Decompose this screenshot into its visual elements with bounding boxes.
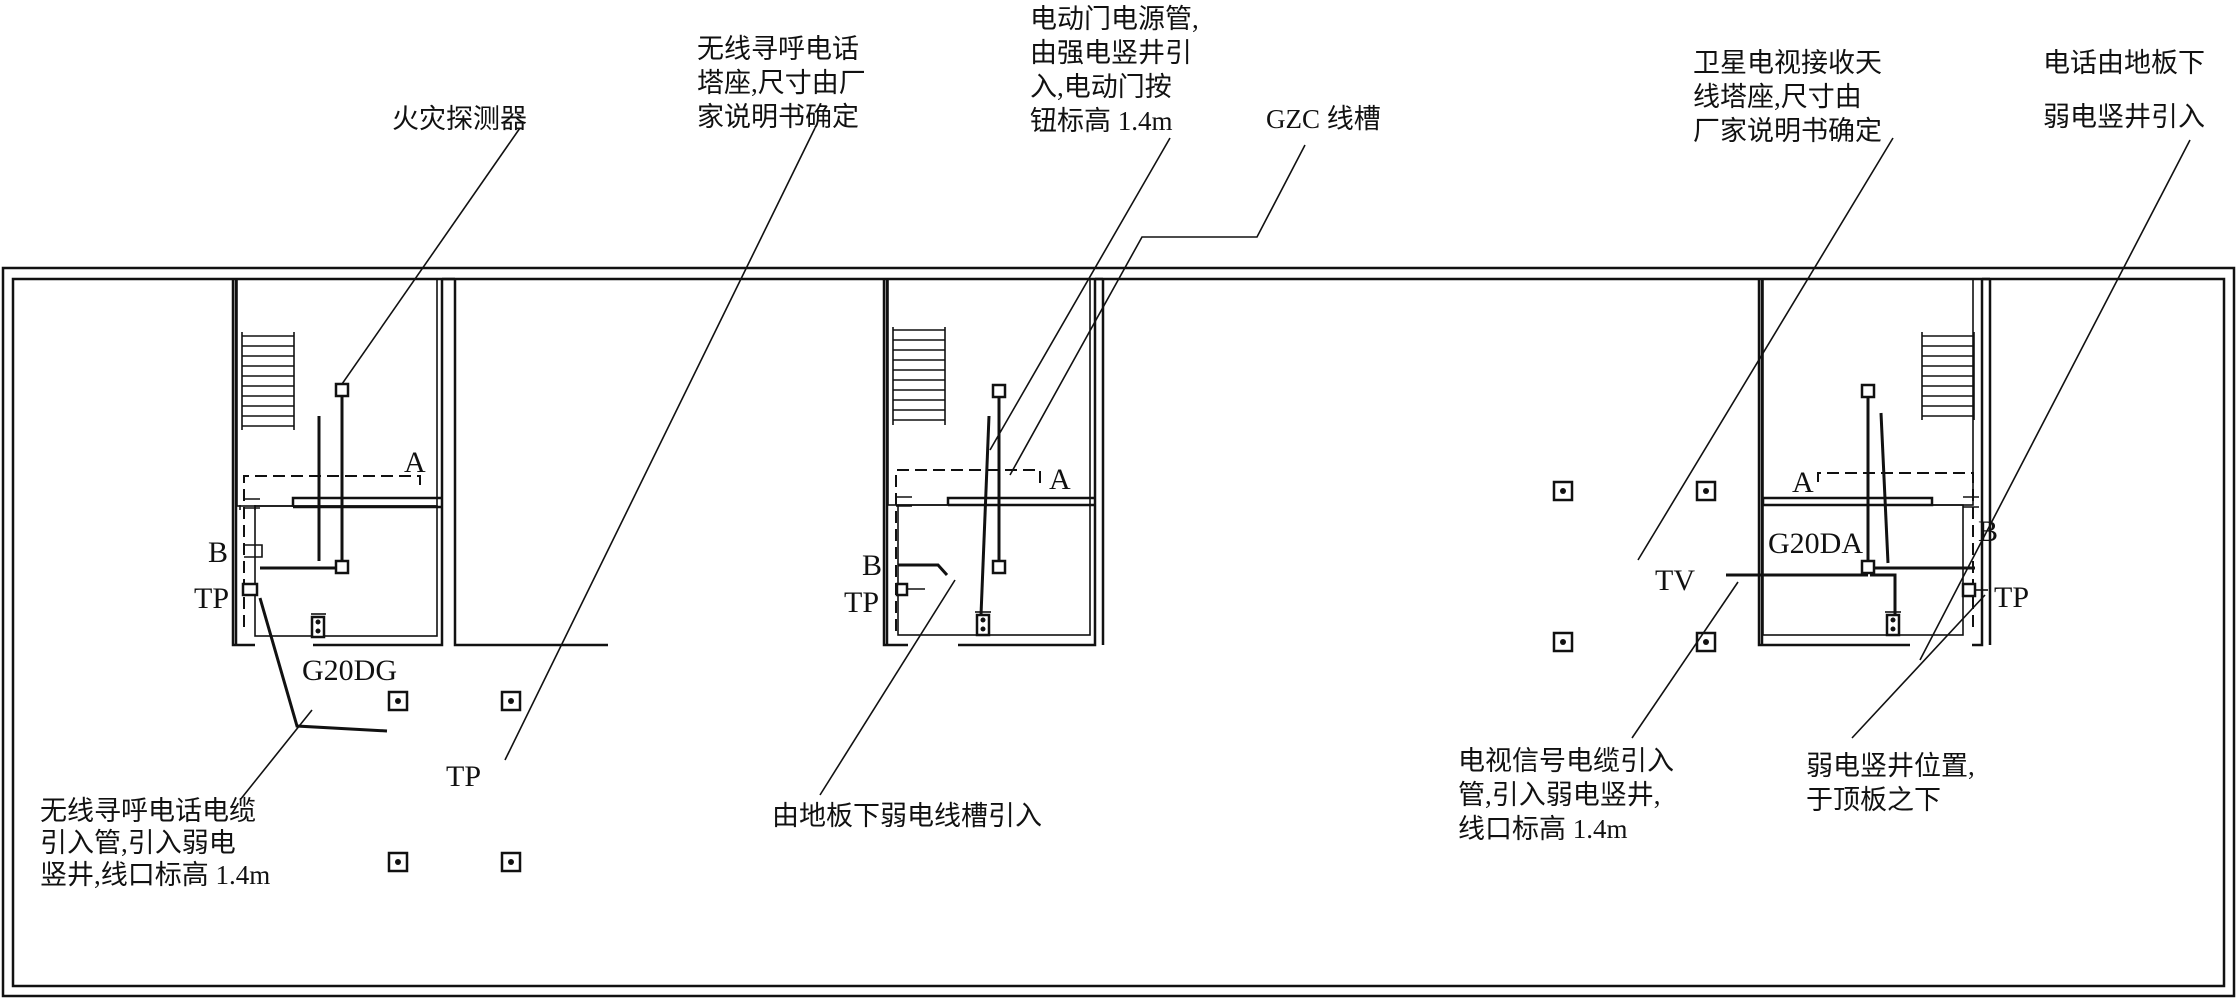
riser-symbol bbox=[310, 615, 326, 639]
plan-labels: A B TP G20DG TP A B TP A G20DA B TP TV bbox=[194, 446, 2029, 793]
leader-lines bbox=[239, 127, 2191, 801]
note-gzc-trough: GZC 线槽 bbox=[1266, 104, 1381, 134]
core-left bbox=[231, 277, 608, 733]
stair-left bbox=[241, 332, 295, 430]
label-a-right: A bbox=[1792, 466, 1814, 499]
annotations: 火灾探测器 无线寻呼电话 塔座,尺寸由厂 家说明书确定 电动门电源管, 由强电竖… bbox=[40, 4, 2212, 890]
stair-center bbox=[892, 327, 946, 425]
core-right bbox=[1726, 277, 1992, 647]
label-tp-floor: TP bbox=[446, 760, 481, 793]
note-pager-outlet: 无线寻呼电话 塔座,尺寸由厂 家说明书确定 bbox=[697, 34, 873, 132]
label-g20da: G20DA bbox=[1768, 527, 1863, 560]
note-phone-floor: 电话由地板下 弱电竖井引入 bbox=[2043, 48, 2212, 132]
note-floor-trough: 由地板下弱电线槽引入 bbox=[772, 801, 1042, 831]
note-tv-cable: 电视信号电缆引入 管,引入弱电竖井, 线口标高 1.4m bbox=[1458, 746, 1681, 844]
note-pager-cable: 无线寻呼电话电缆 引入管,引入弱电 竖井,线口标高 1.4m bbox=[40, 796, 270, 890]
label-tp-center: TP bbox=[844, 586, 879, 619]
label-b-left: B bbox=[208, 536, 228, 569]
label-g20dg: G20DG bbox=[302, 654, 397, 687]
note-door-power: 电动门电源管, 由强电竖井引 入,电动门按 钮标高 1.4m bbox=[1030, 4, 1206, 136]
stair-right bbox=[1921, 332, 1975, 420]
label-tv: TV bbox=[1655, 564, 1695, 597]
label-a-left: A bbox=[404, 446, 426, 479]
note-sat-tv: 卫星电视接收天 线塔座,尺寸由 厂家说明书确定 bbox=[1693, 48, 1889, 146]
label-b-center: B bbox=[862, 549, 882, 582]
label-tp-left: TP bbox=[194, 582, 229, 615]
label-b-right: B bbox=[1978, 515, 1998, 548]
tp-outlet-left bbox=[241, 582, 259, 597]
label-tp-right: TP bbox=[1994, 581, 2029, 614]
note-fire-detector: 火灾探测器 bbox=[392, 104, 527, 134]
fire-detector-symbol bbox=[334, 382, 350, 398]
floor-outlets bbox=[387, 480, 1717, 873]
label-a-center: A bbox=[1049, 463, 1071, 496]
core-center bbox=[882, 277, 1105, 647]
note-shaft-position: 弱电竖井位置, 于顶板之下 bbox=[1806, 751, 1982, 815]
